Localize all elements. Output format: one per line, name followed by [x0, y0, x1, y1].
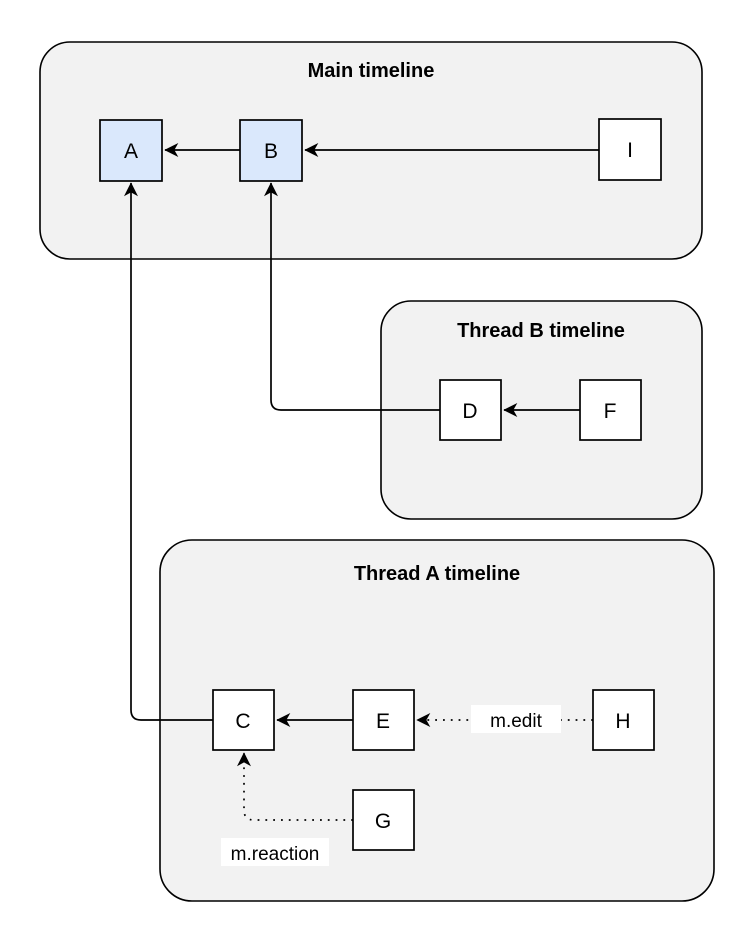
node-g-box — [352, 789, 415, 851]
node-c: C — [212, 689, 275, 751]
node-d-box — [439, 379, 502, 441]
node-i-box — [598, 118, 662, 181]
node-e-label: E — [376, 710, 390, 733]
node-h-box — [592, 689, 655, 751]
node-g: G — [352, 789, 415, 851]
node-a-label: A — [124, 140, 138, 163]
main-timeline-title: Main timeline — [308, 60, 435, 82]
edge-c-to-a — [124, 182, 213, 721]
node-f-box — [579, 379, 642, 441]
thread-a-timeline-title: Thread A timeline — [354, 563, 520, 585]
node-c-label: C — [235, 710, 250, 733]
node-d-label: D — [462, 400, 477, 423]
node-b-label: B — [264, 140, 278, 163]
node-e-box — [352, 689, 415, 751]
node-h: H — [592, 689, 655, 751]
m-reaction-label: m.reaction — [231, 844, 320, 865]
node-b: B — [239, 119, 303, 182]
node-d: D — [439, 379, 502, 441]
node-a-box — [99, 119, 163, 182]
node-f-label: F — [604, 400, 617, 423]
m-edit-label-bg — [471, 705, 561, 733]
m-reaction-label-bg — [221, 838, 329, 866]
node-f: F — [579, 379, 642, 441]
m-edit-label: m.edit — [490, 711, 542, 732]
edge-label-m-reaction: m.reaction — [221, 838, 329, 866]
node-c-box — [212, 689, 275, 751]
node-b-box — [239, 119, 303, 182]
thread-b-timeline-title: Thread B timeline — [457, 320, 625, 342]
node-e: E — [352, 689, 415, 751]
node-i-label: I — [627, 139, 633, 162]
node-a: A — [99, 119, 163, 182]
edge-label-m-edit: m.edit — [471, 705, 561, 733]
edge-d-to-b — [264, 182, 440, 411]
node-h-label: H — [615, 710, 630, 733]
node-g-label: G — [375, 810, 391, 833]
node-i: I — [598, 118, 662, 181]
